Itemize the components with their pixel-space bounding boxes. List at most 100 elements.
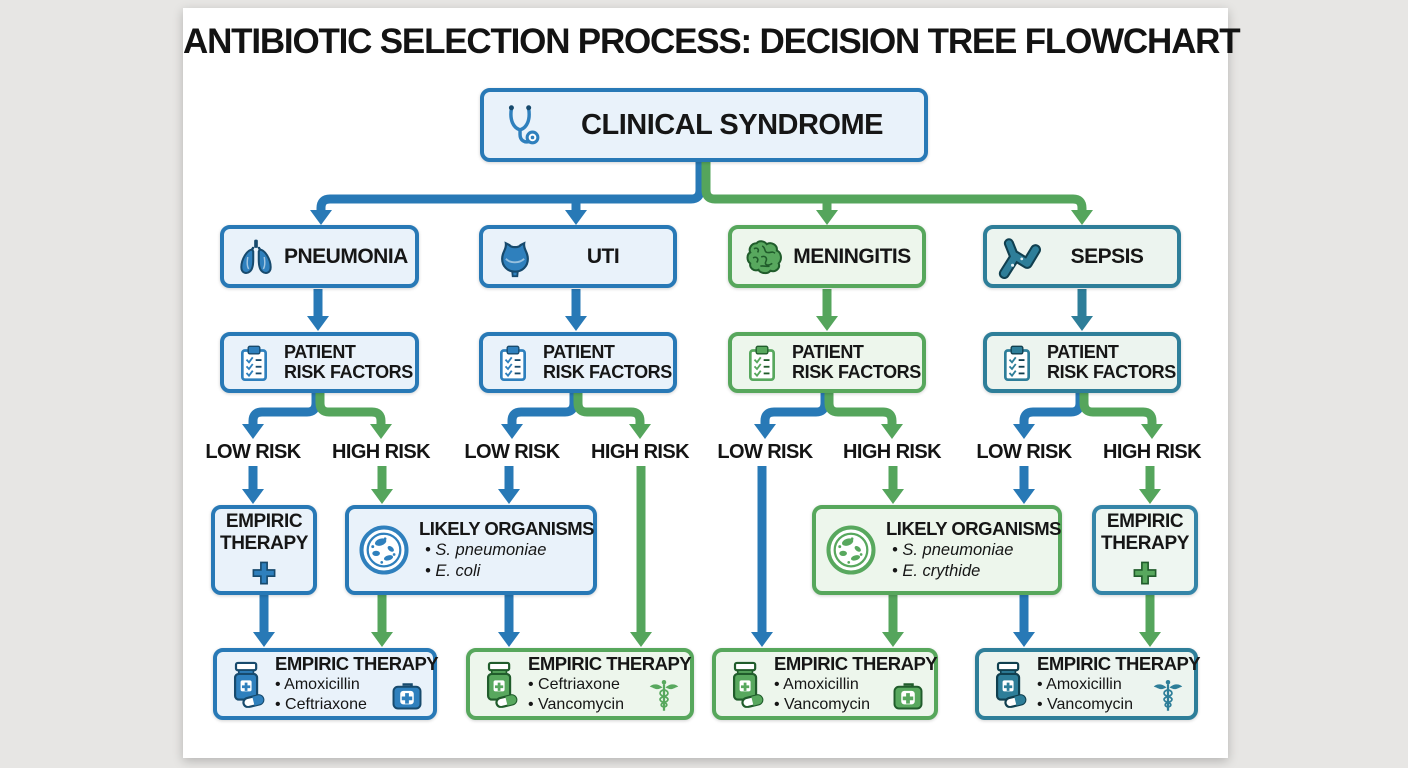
node-risk-factors-pneumonia: PATIENT RISK FACTORS — [220, 332, 419, 393]
therapy-content: EMPIRIC THERAPY Amoxicillin Vancomycin — [1037, 653, 1201, 714]
node-risk-factors-sepsis: PATIENT RISK FACTORS — [983, 332, 1181, 393]
drug-item: Amoxicillin — [275, 675, 389, 695]
therapy-title: EMPIRIC THERAPY — [774, 653, 938, 675]
first-aid-kit-icon — [890, 677, 926, 713]
drug-item: Vancomycin — [1037, 695, 1150, 715]
label-low-risk: LOW RISK — [464, 441, 560, 463]
drug-list: Amoxicillin Vancomycin — [1037, 675, 1150, 714]
label-low-risk: LOW RISK — [717, 441, 813, 463]
organism-item: S. pneumoniae — [886, 540, 1050, 561]
risk-line1: PATIENT — [543, 341, 615, 362]
caduceus-icon — [646, 676, 682, 714]
drug-item: Ceftriaxone — [275, 695, 389, 715]
node-label: MENINGITIS — [793, 244, 911, 268]
label-low-risk: LOW RISK — [205, 441, 301, 463]
empiric-line1: EMPIRIC — [225, 510, 303, 532]
drug-item: Amoxicillin — [1037, 675, 1150, 695]
bladder-icon — [493, 235, 537, 279]
node-clinical-syndrome: CLINICAL SYNDROME — [480, 88, 928, 162]
drug-item: Vancomycin — [528, 695, 646, 715]
therapy-title: EMPIRIC THERAPY — [275, 653, 439, 675]
label-high-risk: HIGH RISK — [843, 441, 942, 463]
risk-line1: PATIENT — [1047, 341, 1119, 362]
node-therapy-meningitis: EMPIRIC THERAPY Amoxicillin Vancomycin — [712, 648, 938, 720]
organism-item: S. pneumoniae — [419, 540, 585, 561]
risk-line2: RISK FACTORS — [543, 361, 672, 382]
organisms-title: LIKELY ORGANISMS — [419, 518, 594, 540]
empiric-line2: THERAPY — [1101, 532, 1189, 554]
organisms-title: LIKELY ORGANISMS — [886, 518, 1061, 540]
label-low-risk: LOW RISK — [976, 441, 1072, 463]
node-therapy-uti: EMPIRIC THERAPY Ceftriaxone Vancomycin — [466, 648, 694, 720]
empiric-line2: THERAPY — [220, 532, 308, 554]
petri-dish-icon — [824, 523, 878, 577]
therapy-row: Amoxicillin Ceftriaxone — [275, 675, 425, 714]
empiric-line1: EMPIRIC — [1106, 510, 1184, 532]
therapy-content: EMPIRIC THERAPY Ceftriaxone Vancomycin — [528, 653, 692, 714]
clipboard-icon — [997, 343, 1037, 383]
risk-line2: RISK FACTORS — [1047, 361, 1176, 382]
node-label: SEPSIS — [1070, 244, 1144, 268]
therapy-content: EMPIRIC THERAPY Amoxicillin Vancomycin — [774, 653, 938, 714]
node-pneumonia: PNEUMONIA — [220, 225, 419, 288]
node-empiric-therapy-sepsis-high: EMPIRIC THERAPY — [1092, 505, 1198, 595]
node-therapy-pneumonia: EMPIRIC THERAPY Amoxicillin Ceftriaxone — [213, 648, 439, 720]
drug-item: Amoxicillin — [774, 675, 890, 695]
node-uti: UTI — [479, 225, 677, 288]
clipboard-icon — [493, 343, 533, 383]
label-high-risk: HIGH RISK — [591, 441, 690, 463]
node-meningitis: MENINGITIS — [728, 225, 926, 288]
organism-item: E. crythide — [886, 561, 1050, 582]
risk-factors-label: PATIENT RISK FACTORS — [792, 341, 921, 383]
therapy-row: Amoxicillin Vancomycin — [1037, 675, 1186, 714]
pill-bottle-icon — [225, 660, 269, 708]
drug-list: Amoxicillin Vancomycin — [774, 675, 890, 714]
risk-line1: PATIENT — [792, 341, 864, 362]
node-risk-factors-meningitis: PATIENT RISK FACTORS — [728, 332, 926, 393]
plus-icon — [249, 558, 279, 588]
risk-factors-label: PATIENT RISK FACTORS — [543, 341, 672, 383]
node-risk-factors-uti: PATIENT RISK FACTORS — [479, 332, 677, 393]
node-label: UTI — [586, 244, 620, 268]
therapy-row: Amoxicillin Vancomycin — [774, 675, 926, 714]
therapy-content: EMPIRIC THERAPY Amoxicillin Ceftriaxone — [275, 653, 439, 714]
caduceus-icon — [1150, 676, 1186, 714]
drug-list: Ceftriaxone Vancomycin — [528, 675, 646, 714]
clipboard-icon — [234, 343, 274, 383]
pill-bottle-icon — [724, 660, 768, 708]
plus-icon — [1130, 558, 1160, 588]
clipboard-icon — [742, 343, 782, 383]
node-likely-organisms-right: LIKELY ORGANISMS S. pneumoniae E. crythi… — [812, 505, 1062, 595]
brain-icon — [742, 235, 786, 279]
node-therapy-sepsis: EMPIRIC THERAPY Amoxicillin Vancomycin — [975, 648, 1201, 720]
node-sepsis: SEPSIS — [983, 225, 1181, 288]
organism-item: E. coli — [419, 561, 585, 582]
organisms-content: LIKELY ORGANISMS S. pneumoniae E. coli — [419, 518, 594, 582]
petri-dish-icon — [357, 523, 411, 577]
risk-line1: PATIENT — [284, 341, 356, 362]
drug-list: Amoxicillin Ceftriaxone — [275, 675, 389, 714]
node-label: PNEUMONIA — [284, 244, 408, 268]
risk-line2: RISK FACTORS — [284, 361, 413, 382]
risk-line2: RISK FACTORS — [792, 361, 921, 382]
node-likely-organisms-left: LIKELY ORGANISMS S. pneumoniae E. coli — [345, 505, 597, 595]
risk-factors-label: PATIENT RISK FACTORS — [284, 341, 413, 383]
page-title: ANTIBIOTIC SELECTION PROCESS: DECISION T… — [183, 22, 1241, 61]
blood-vessel-icon — [997, 235, 1041, 279]
drug-item: Vancomycin — [774, 695, 890, 715]
organisms-content: LIKELY ORGANISMS S. pneumoniae E. crythi… — [886, 518, 1061, 582]
node-empiric-therapy-pneumonia-low: EMPIRIC THERAPY — [211, 505, 317, 595]
label-high-risk: HIGH RISK — [332, 441, 431, 463]
therapy-title: EMPIRIC THERAPY — [1037, 653, 1201, 675]
first-aid-kit-icon — [389, 677, 425, 713]
label-high-risk: HIGH RISK — [1103, 441, 1202, 463]
risk-factors-label: PATIENT RISK FACTORS — [1047, 341, 1176, 383]
node-label: CLINICAL SYNDROME — [581, 108, 883, 141]
lungs-icon — [234, 235, 278, 279]
pill-bottle-icon — [987, 660, 1031, 708]
pill-bottle-icon — [478, 660, 522, 708]
therapy-row: Ceftriaxone Vancomycin — [528, 675, 682, 714]
stethoscope-icon — [498, 102, 544, 148]
drug-item: Ceftriaxone — [528, 675, 646, 695]
therapy-title: EMPIRIC THERAPY — [528, 653, 692, 675]
